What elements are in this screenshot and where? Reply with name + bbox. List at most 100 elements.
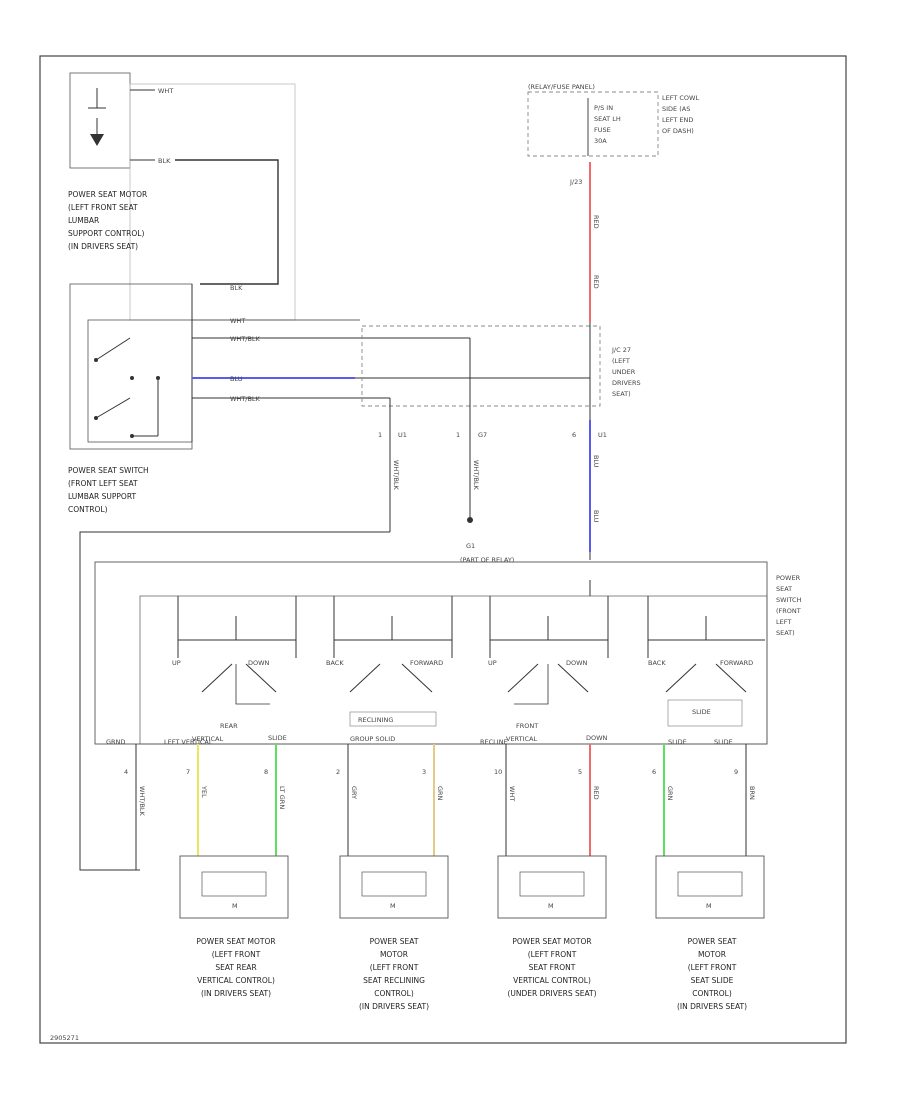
contact-label-6: DOWN [566, 659, 588, 667]
motor-3-label-3: SEAT FRONT [529, 963, 576, 972]
motor-3-label-1: POWER SEAT MOTOR [512, 937, 591, 946]
motor-3-label-5: (UNDER DRIVERS SEAT) [507, 989, 596, 998]
main-switch-label-2: SEAT [776, 585, 792, 593]
motor-rear-vertical: M [179, 855, 289, 919]
bottom-label-2: LEFT VERTICAL [164, 738, 213, 746]
wire-color-label-4: GRY [350, 786, 358, 799]
motor-4-label-6: (IN DRIVERS SEAT) [677, 1002, 747, 1011]
wire-color-label-2: YEL [200, 785, 208, 798]
main-switch-label-4: (FRONT [776, 607, 801, 615]
ground-label: G1 [466, 542, 475, 550]
motor-3-label-4: VERTICAL CONTROL) [513, 976, 591, 985]
pin-number-9: 9 [734, 768, 738, 776]
lumbar-motor-label-3: LUMBAR [68, 216, 99, 225]
motor-2-label-5: CONTROL) [374, 989, 414, 998]
pin-number-8: 6 [652, 768, 656, 776]
contact-label-2: DOWN [248, 659, 270, 667]
motor-4-label-3: (LEFT FRONT [688, 963, 737, 972]
lumbar-switch-wire-4: BLU [230, 375, 243, 383]
pin-number-4: 2 [336, 768, 340, 776]
wire-color-label-1: WHT/BLK [138, 786, 146, 817]
group-label-slide: SLIDE [692, 708, 711, 716]
wire-color-label-9: BRN [748, 786, 756, 800]
junction-label-3: UNDER [612, 368, 636, 376]
pin-number-2: 7 [186, 768, 190, 776]
group-sub-1: VERTICAL [192, 735, 223, 743]
lumbar-switch-wire-3: WHT/BLK [230, 335, 261, 343]
group-label-front: FRONT [516, 722, 538, 730]
motor-2-label-4: SEAT RECLINING [363, 976, 425, 985]
red-wire-label-1: RED [592, 215, 600, 229]
switch-header: (PART OF RELAY) [460, 556, 514, 564]
conn-code-1: 1 [378, 431, 382, 439]
motor-4-label-4: SEAT SLIDE [691, 976, 734, 985]
wire-color-label-7: RED [592, 786, 600, 800]
motor-2-symbol: M [390, 902, 396, 910]
red-wire-label-2: RED [592, 275, 600, 289]
main-switch-label-3: SWITCH [776, 596, 802, 604]
lumbar-switch-label-2: (FRONT LEFT SEAT [68, 479, 138, 488]
pin-number-3: 8 [264, 768, 268, 776]
conn-code-2: U1 [398, 431, 407, 439]
main-switch-label-1: POWER [776, 574, 801, 582]
lumbar-motor-label-5: (IN DRIVERS SEAT) [68, 242, 138, 251]
motor-3-symbol: M [548, 902, 554, 910]
junction-label-4: DRIVERS [612, 379, 641, 387]
lumbar-motor-label-1: POWER SEAT MOTOR [68, 190, 147, 199]
wire-color-label-8: GRN [666, 786, 674, 801]
motor-2-label-2: MOTOR [380, 950, 408, 959]
main-seat-switch: (PART OF RELAY) UP DOWN BACK FORWARD UP … [94, 556, 802, 746]
footer-code: 2905271 [50, 1034, 79, 1042]
lumbar-motor-label-4: SUPPORT CONTROL) [68, 229, 144, 238]
fuse-label-2: SEAT LH [594, 115, 621, 123]
diagram-frame [39, 55, 847, 1044]
conn-code-3: 1 [456, 431, 460, 439]
blue-wire-label-1: BLU [592, 455, 600, 468]
lumbar-switch-label-4: CONTROL) [68, 505, 108, 514]
junction-connector-top: J/23 [569, 178, 582, 186]
motor-1-label-3: SEAT REAR [215, 963, 256, 972]
junction-label-1: J/C 27 [611, 346, 631, 354]
bottom-label-3: SLIDE [268, 734, 287, 742]
fuse-label-3: FUSE [594, 126, 611, 134]
contact-label-5: UP [488, 659, 497, 667]
contact-label-7: BACK [648, 659, 666, 667]
motor-4-label-1: POWER SEAT [688, 937, 737, 946]
conn-code-4: G7 [478, 431, 487, 439]
wire-color-label-3: LT GRN [278, 786, 286, 809]
bottom-label-1: GRND [106, 738, 125, 746]
pin-number-6: 10 [494, 768, 502, 776]
drop-wire-label-2: WHT/BLK [472, 460, 480, 491]
lumbar-switch-label-3: LUMBAR SUPPORT [68, 492, 137, 501]
motor-2-label-3: (LEFT FRONT [370, 963, 419, 972]
drop-wire-label-1: WHT/BLK [392, 460, 400, 491]
main-switch-label-6: SEAT) [776, 629, 795, 637]
motor-2-label-6: (IN DRIVERS SEAT) [359, 1002, 429, 1011]
junction-label-2: (LEFT [612, 357, 630, 365]
contact-label-1: UP [172, 659, 181, 667]
lumbar-switch-label-1: POWER SEAT SWITCH [68, 466, 149, 475]
bottom-label-5: DOWN [586, 734, 608, 742]
conn-code-5: 6 [572, 431, 576, 439]
pin-number-7: 5 [578, 768, 582, 776]
bottom-label-4: RECLINE [480, 738, 508, 746]
lumbar-motor-label-2: (LEFT FRONT SEAT [68, 203, 138, 212]
lumbar-switch-wire-1: BLK [230, 284, 243, 292]
motor-1-label-5: (IN DRIVERS SEAT) [201, 989, 271, 998]
motor-3-label-2: (LEFT FRONT [528, 950, 577, 959]
main-switch-label-5: LEFT [776, 618, 791, 626]
fuse-location-1: LEFT COWL [662, 94, 699, 102]
group-label-reclining: RECLINING [358, 716, 393, 724]
pin-number-1: 4 [124, 768, 128, 776]
motor-1-label-4: VERTICAL CONTROL) [197, 976, 275, 985]
group-label-rear: REAR [220, 722, 238, 730]
contact-label-8: FORWARD [720, 659, 753, 667]
bottom-label-6: SLIDE [668, 738, 687, 746]
pin-number-5: 3 [422, 768, 426, 776]
lumbar-switch-wire-5: WHT/BLK [230, 395, 261, 403]
group-sub-2: GROUP SOLID [350, 735, 395, 743]
group-sub-3: VERTICAL [506, 735, 537, 743]
fuse-location-2: SIDE (AS [662, 105, 690, 113]
